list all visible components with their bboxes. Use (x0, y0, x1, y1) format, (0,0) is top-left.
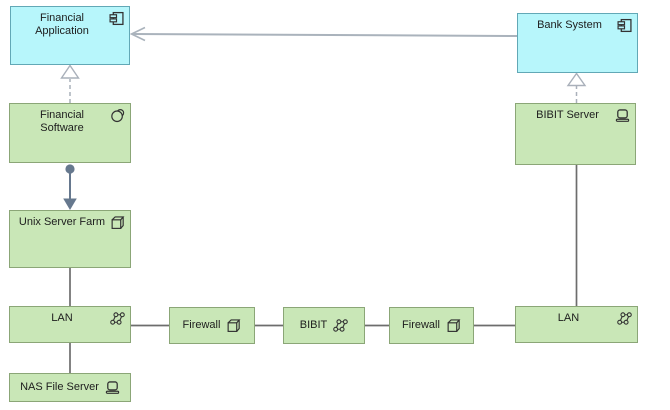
node-label: Bank System (537, 19, 602, 31)
relationship-serving-bank-system[interactable] (129, 26, 518, 42)
network-icon (110, 312, 125, 325)
node-icon (447, 319, 461, 332)
system-software-icon (111, 109, 125, 123)
node-label: BIBIT (299, 319, 328, 331)
relationship-realization-financial-software[interactable] (60, 64, 80, 104)
node-firewall-left[interactable]: Firewall (169, 307, 255, 344)
relationship-assignment-financial-software[interactable] (63, 164, 77, 210)
node-lan-left[interactable]: LAN (9, 306, 131, 343)
node-nas-file-server[interactable]: NAS File Server (9, 373, 131, 402)
node-financial-application[interactable]: Financial Application (10, 6, 130, 65)
node-icon (111, 216, 125, 229)
node-bibit-server[interactable]: BIBIT Server (515, 103, 636, 165)
node-lan-right[interactable]: LAN (515, 306, 638, 343)
node-label: Financial Application (35, 12, 89, 37)
node-firewall-right[interactable]: Firewall (389, 307, 474, 344)
relationship-association-lines[interactable] (69, 165, 578, 374)
node-label: Firewall (402, 319, 440, 331)
component-icon (617, 18, 632, 33)
node-financial-software[interactable]: Financial Software (9, 103, 131, 163)
node-bibit[interactable]: BIBIT (283, 307, 365, 344)
network-icon (617, 312, 632, 325)
node-icon (228, 319, 241, 332)
node-unix-server-farm[interactable]: Unix Server Farm (9, 210, 131, 268)
node-label: LAN (51, 312, 73, 324)
device-icon (105, 381, 120, 394)
node-bank-system[interactable]: Bank System (517, 13, 638, 73)
node-label: LAN (557, 312, 580, 324)
node-label: Financial Software (39, 109, 85, 134)
network-icon (333, 319, 349, 332)
node-label: Unix Server Farm (18, 216, 106, 228)
relationship-realization-bibit-server[interactable] (566, 72, 587, 104)
node-label: Firewall (182, 319, 221, 331)
node-label: BIBIT Server (536, 109, 599, 121)
node-label: NAS File Server (20, 381, 99, 393)
component-icon (109, 11, 124, 26)
device-icon (615, 109, 630, 122)
